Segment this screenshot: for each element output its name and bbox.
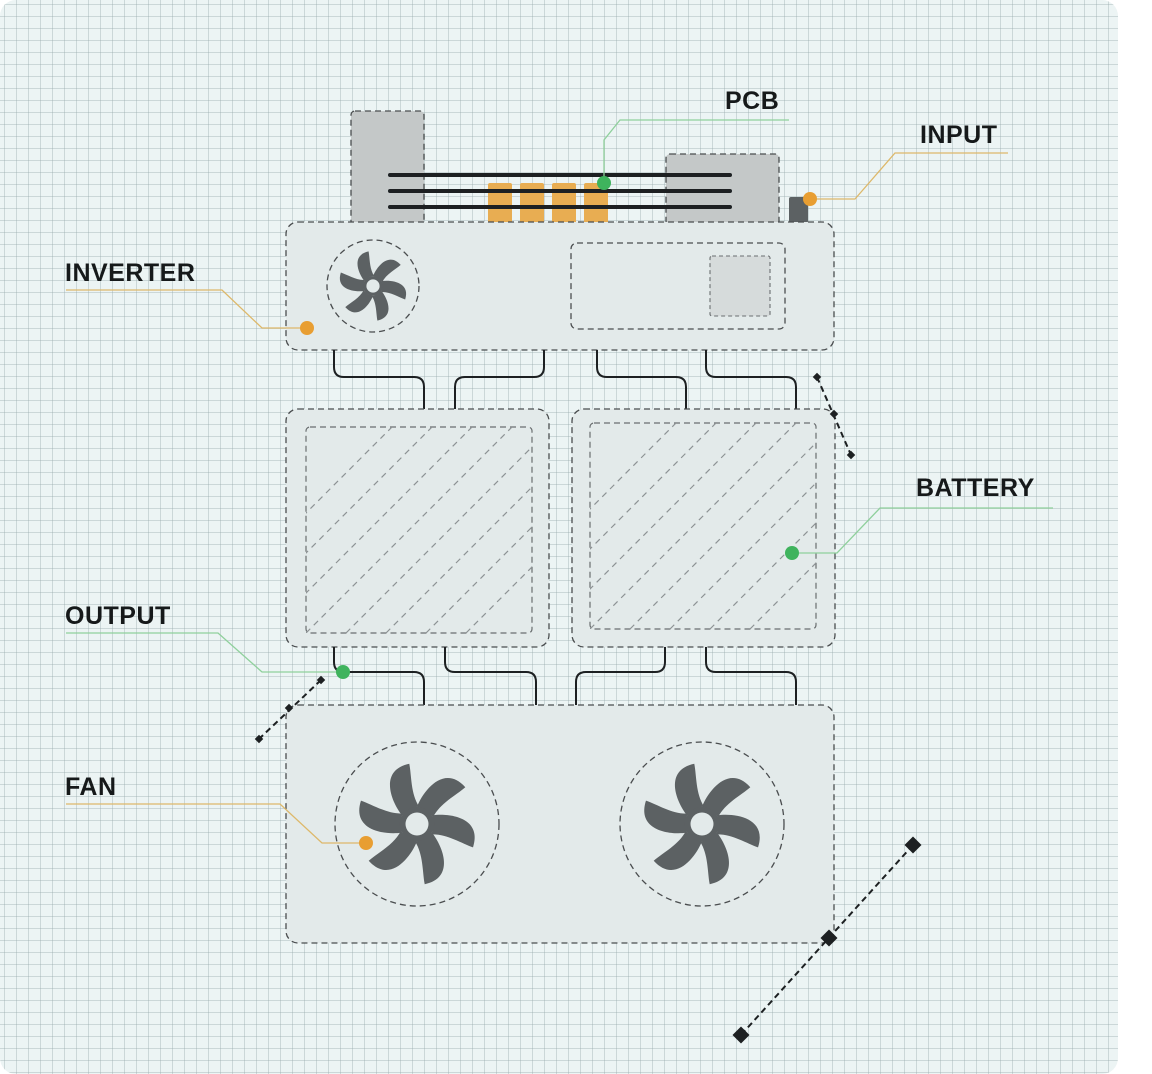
diamond-marker-icon xyxy=(316,675,326,685)
lower-wires xyxy=(333,647,797,705)
label-pcb: PCB xyxy=(725,87,779,115)
callout-markers xyxy=(300,176,817,850)
diamond-marker-icon xyxy=(284,703,294,713)
diamond-marker-icon xyxy=(732,1026,750,1044)
inverter-module xyxy=(285,221,835,351)
diamond-marker-icon xyxy=(812,372,822,382)
diamond-marker-icon xyxy=(829,409,839,419)
inverter-board-outline xyxy=(570,242,786,330)
callout-labels: PCB INPUT INVERTER BATTERY OUTPUT FAN xyxy=(65,87,1035,801)
power-station-diagram: PCB INPUT INVERTER BATTERY OUTPUT FAN xyxy=(65,87,1053,1044)
pcb-chips xyxy=(488,183,608,224)
pcb-board-lines xyxy=(388,173,732,209)
fan-module xyxy=(285,704,835,944)
diamond-marker-icon xyxy=(254,734,264,744)
callout-leaders xyxy=(66,119,1053,844)
dimension-lines xyxy=(254,372,922,1044)
battery-module-right xyxy=(571,408,836,648)
diamond-marker-icon xyxy=(820,929,838,947)
pcb-assembly xyxy=(350,110,808,226)
output-marker xyxy=(336,665,350,679)
input-marker xyxy=(803,192,817,206)
upper-wires xyxy=(333,350,797,409)
label-battery: BATTERY xyxy=(916,474,1035,502)
inverter-chip xyxy=(709,255,771,317)
battery-module-left xyxy=(285,408,550,648)
label-input: INPUT xyxy=(920,121,998,149)
diamond-marker-icon xyxy=(904,836,922,854)
label-output: OUTPUT xyxy=(65,602,171,630)
diagram-canvas: PCB INPUT INVERTER BATTERY OUTPUT FAN xyxy=(0,0,1118,1074)
battery-marker xyxy=(785,546,799,560)
diamond-marker-icon xyxy=(846,450,856,460)
input-port xyxy=(789,197,808,223)
label-fan: FAN xyxy=(65,773,117,801)
inverter-marker xyxy=(300,321,314,335)
pcb-marker xyxy=(597,176,611,190)
label-inverter: INVERTER xyxy=(65,259,195,287)
fan-marker xyxy=(359,836,373,850)
